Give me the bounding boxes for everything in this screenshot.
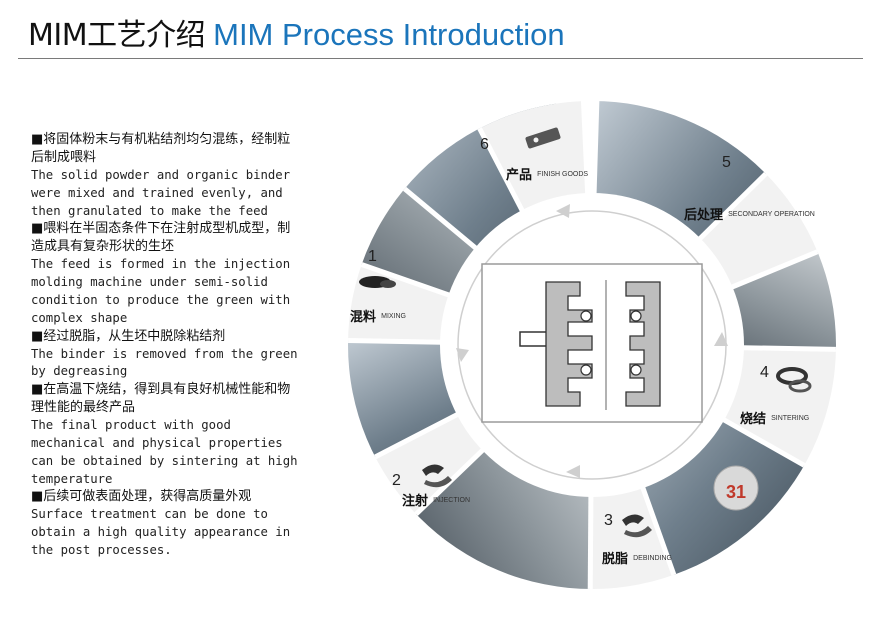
cycle-arrowhead (714, 332, 728, 346)
intro-cn: ■在高温下烧结，得到具有良好机械性能和物理性能的最终产品 (31, 382, 291, 416)
step-en-label: FINISH GOODS (537, 170, 589, 178)
step-label-mixing: 混料 MIXING (350, 306, 406, 325)
step-en-label: SECONDARY OPERATION (728, 210, 815, 218)
step-number-2: 2 (392, 472, 401, 489)
finish-goods-icon (525, 127, 561, 149)
intro-en: The binder is removed from the green by … (31, 346, 298, 379)
intro-en: The final product with good mechanical a… (31, 418, 298, 486)
cycle-arrowhead (456, 348, 469, 362)
furnace-number-badge: 31 (713, 465, 759, 511)
step-number-3: 3 (604, 512, 613, 529)
step-cn-label: 混料 (350, 310, 377, 325)
step-cn-label: 烧结 (740, 412, 767, 427)
step-en-label: MIXING (381, 312, 406, 320)
intro-item: ■经过脱脂，从生坯中脱除粘结剂 The binder is removed fr… (31, 328, 303, 382)
intro-en: The solid powder and organic binder were… (31, 168, 291, 218)
header-divider (18, 58, 863, 59)
process-ring: 31 (348, 101, 836, 589)
intro-cn: ■喂料在半固态条件下在注射成型机成型，制造成具有复杂形状的生坯 (31, 221, 291, 255)
step-number-1: 1 (368, 248, 377, 265)
step-cn-label: 注射 (402, 494, 429, 509)
step-icons: 31 (359, 127, 812, 538)
step-label-injection: 注射 INJECTION (402, 490, 470, 509)
furnace-number: 31 (726, 482, 746, 502)
page-title-cn: MIM工艺介绍 (28, 18, 206, 53)
intro-item: ■在高温下烧结，得到具有良好机械性能和物理性能的最终产品 The final p… (31, 381, 303, 488)
intro-en: The feed is formed in the injection mold… (31, 257, 291, 325)
step-label-finish-goods: 产品 FINISH GOODS (506, 164, 589, 183)
step-cn-label: 后处理 (684, 208, 724, 223)
intro-cn: ■后续可做表面处理，获得高质量外观 (31, 489, 252, 505)
intro-item: ■将固体粉末与有机粘结剂均匀混练，经制粒后制成喂料 The solid powd… (31, 131, 303, 220)
step-number-5: 5 (722, 154, 731, 171)
step-en-label: INJECTION (433, 496, 471, 504)
brown-part-icon (622, 514, 652, 538)
mold-diagram (481, 263, 703, 423)
step-label-secondary-operation: 后处理 SECONDARY OPERATION (684, 204, 815, 223)
step-label-sintering: 烧结 SINTERING (740, 408, 809, 427)
step-en-label: DEBINDING (633, 554, 673, 562)
intro-item: ■喂料在半固态条件下在注射成型机成型，制造成具有复杂形状的生坯 The feed… (31, 220, 303, 327)
page-title-en: MIM Process Introduction (213, 17, 565, 52)
green-part-icon (422, 464, 452, 488)
sintered-part-icon (776, 367, 812, 393)
powder-pile-icon (359, 276, 396, 288)
intro-cn: ■经过脱脂，从生坯中脱除粘结剂 (31, 328, 226, 344)
step-cn-label: 脱脂 (602, 552, 629, 567)
step-label-debinding: 脱脂 DEBINDING (602, 548, 672, 567)
step-en-label: SINTERING (771, 414, 810, 422)
process-cycle-diagram: 31 6 产品 FINISH GOODS 5 后处理 SECONDARY OPE… (330, 100, 860, 600)
step-cn-label: 产品 (506, 168, 533, 183)
cycle-arrowhead (566, 465, 580, 478)
intro-item: ■后续可做表面处理，获得高质量外观 Surface treatment can … (31, 488, 303, 559)
intro-cn: ■将固体粉末与有机粘结剂均匀混练，经制粒后制成喂料 (31, 132, 291, 165)
cycle-arrowhead (556, 204, 570, 218)
step-number-6: 6 (480, 136, 489, 153)
intro-en: Surface treatment can be done to obtain … (31, 507, 291, 557)
step-number-4: 4 (760, 364, 769, 381)
intro-text: ■将固体粉末与有机粘结剂均匀混练，经制粒后制成喂料 The solid powd… (31, 131, 303, 560)
